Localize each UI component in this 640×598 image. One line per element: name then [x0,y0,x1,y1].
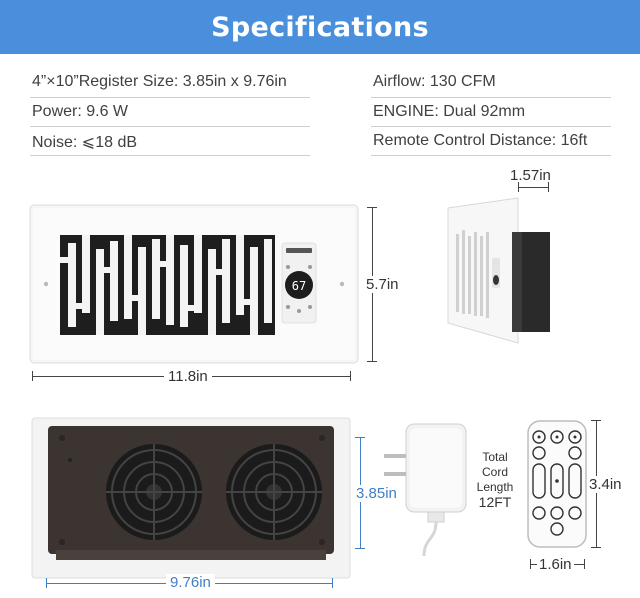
spec-engine: ENGINE: Dual 92mm [373,103,526,120]
dimension-tick [332,578,333,588]
dimension-tick [367,361,377,362]
dimension-tick [591,420,601,421]
dimension-tick [584,559,585,569]
spec-power: Power: 9.6 W [32,103,129,120]
remote-control-image [527,420,587,548]
spec-register-size: 4”×10”Register Size: 3.85in x 9.76in [32,73,287,90]
divider [30,126,310,127]
back-width-label: 9.76in [166,574,215,591]
divider [30,97,310,98]
divider [30,155,310,156]
spec-noise: Noise: ⩽18 dB [32,134,138,151]
front-width-label: 11.8in [164,368,212,385]
specifications-header: Specifications [0,0,640,54]
dimension-tick [518,182,519,192]
dimension-tick [367,207,377,208]
dimension-tick [350,371,351,381]
dimension-tick [530,559,531,569]
dimension-tick [355,437,365,438]
register-back-image [31,417,351,579]
remote-width-label: 1.6in [537,556,574,573]
divider [371,155,611,156]
cord-text-length: Length [476,480,514,494]
dimension-tick [591,547,601,548]
page-title: Specifications [211,11,429,43]
cord-text-cord: Cord [481,465,508,479]
cord-text-total: Total [482,450,508,464]
register-side-image [447,197,550,344]
divider [371,126,611,127]
dimension-tick [355,548,365,549]
register-front-image: 67 [29,204,359,364]
divider [371,97,611,98]
front-height-label: 5.7in [364,276,401,293]
side-depth-label: 1.57in [510,167,551,184]
dimension-tick [548,182,549,192]
depth-dimension-line [518,187,548,188]
temperature-readout: 67 [292,279,306,293]
dimension-tick [32,371,33,381]
cord-text-value: 12FT [478,494,512,510]
dimension-tick [46,578,47,588]
spec-remote-distance: Remote Control Distance: 16ft [373,132,588,149]
cord-length-label: Total Cord Length 12FT [474,450,516,510]
power-adapter-image [384,423,467,557]
remote-height-label: 3.4in [588,476,623,493]
back-height-label: 3.85in [354,485,399,502]
spec-airflow: Airflow: 130 CFM [373,73,496,90]
